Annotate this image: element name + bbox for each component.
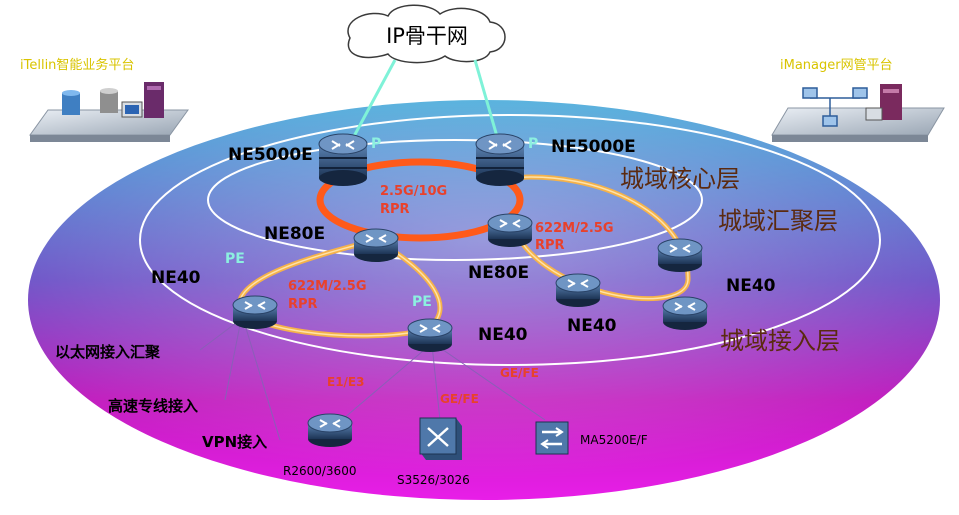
pe-center-label: PE: [412, 294, 432, 310]
ne40-right-label: NE40: [726, 276, 776, 296]
computer-icon: [865, 107, 883, 121]
ne40-center-router: [407, 318, 453, 353]
imanager-platform: iManager网管平台: [771, 58, 945, 142]
ne80e-left-router: [353, 228, 399, 263]
pe-left-label: PE: [225, 251, 245, 267]
ne40-left-router: [232, 295, 278, 330]
left-ring-speed: 622M/2.5G: [288, 279, 367, 294]
ne40-right-mid-router: [555, 273, 601, 308]
s3526-label: S3526/3026: [397, 473, 470, 487]
link-r2600: [329, 344, 431, 431]
core-layer-label: 城域核心层: [620, 165, 740, 193]
ma5200-device: [535, 421, 569, 455]
itellin-platform-label: iTellin智能业务平台: [20, 57, 134, 73]
itellin-platform: iTellin智能业务平台: [20, 57, 189, 142]
right-ring-speed: 622M/2.5G: [535, 221, 614, 236]
ne40-left-label: NE40: [151, 268, 201, 288]
ne40-right-top-router: [657, 238, 703, 273]
core-ring-proto: RPR: [380, 202, 410, 217]
right-ring-proto: RPR: [535, 238, 565, 253]
s3526-switch: [419, 417, 462, 460]
p-left-label: P: [371, 136, 381, 152]
ma5200-label: MA5200E/F: [580, 433, 648, 447]
r2600-label: R2600/3600: [283, 464, 356, 478]
server-icon: [880, 84, 902, 120]
cloud-label: IP骨干网: [386, 24, 468, 48]
ne40-center-label: NE40: [478, 325, 528, 345]
server-icon: [144, 82, 164, 118]
link-ma5200: [435, 344, 546, 421]
ne5000e-right-router: [475, 133, 525, 187]
ne40-right-bottom-router: [662, 296, 708, 331]
network-topology-icon: [802, 87, 868, 127]
database-icon: [100, 88, 118, 113]
core-ring-speed: 2.5G/10G: [380, 184, 447, 199]
uplink-left: [350, 59, 397, 141]
r2600-router: [307, 413, 353, 448]
uplink-right: [473, 59, 500, 141]
imanager-platform-label: iManager网管平台: [780, 58, 893, 73]
left-ring-proto: RPR: [288, 297, 318, 312]
access-layer-label: 城域接入层: [720, 327, 840, 355]
vpn-access-label: VPN接入: [202, 433, 267, 451]
leased-line-label: 高速专线接入: [108, 397, 198, 415]
ip-backbone-cloud: IP骨干网: [347, 4, 506, 64]
computer-icon: [121, 101, 143, 118]
gefe-link-label-b: GE/FE: [500, 366, 539, 380]
gefe-link-label-a: GE/FE: [440, 392, 479, 406]
ne5000e-left-label: NE5000E: [228, 145, 313, 165]
aggregation-layer-label: 城域汇聚层: [718, 207, 838, 235]
ne40-right-mid-label: NE40: [567, 316, 617, 336]
ne80e-right-label: NE80E: [468, 263, 529, 283]
ethernet-access-label: 以太网接入汇聚: [55, 343, 161, 361]
aggregation-layer-ring: [139, 114, 881, 366]
core-layer-ring: [207, 139, 703, 261]
core-rpr-ring: [316, 158, 524, 242]
database-icon: [62, 90, 80, 115]
e1e3-link-label: E1/E3: [327, 375, 364, 389]
ne5000e-left-router: [318, 133, 368, 187]
ne5000e-right-label: NE5000E: [551, 137, 636, 157]
p-right-label: P: [528, 136, 538, 152]
ne80e-right-router: [487, 213, 533, 248]
ne80e-left-label: NE80E: [264, 224, 325, 244]
link-s3526: [431, 344, 441, 421]
